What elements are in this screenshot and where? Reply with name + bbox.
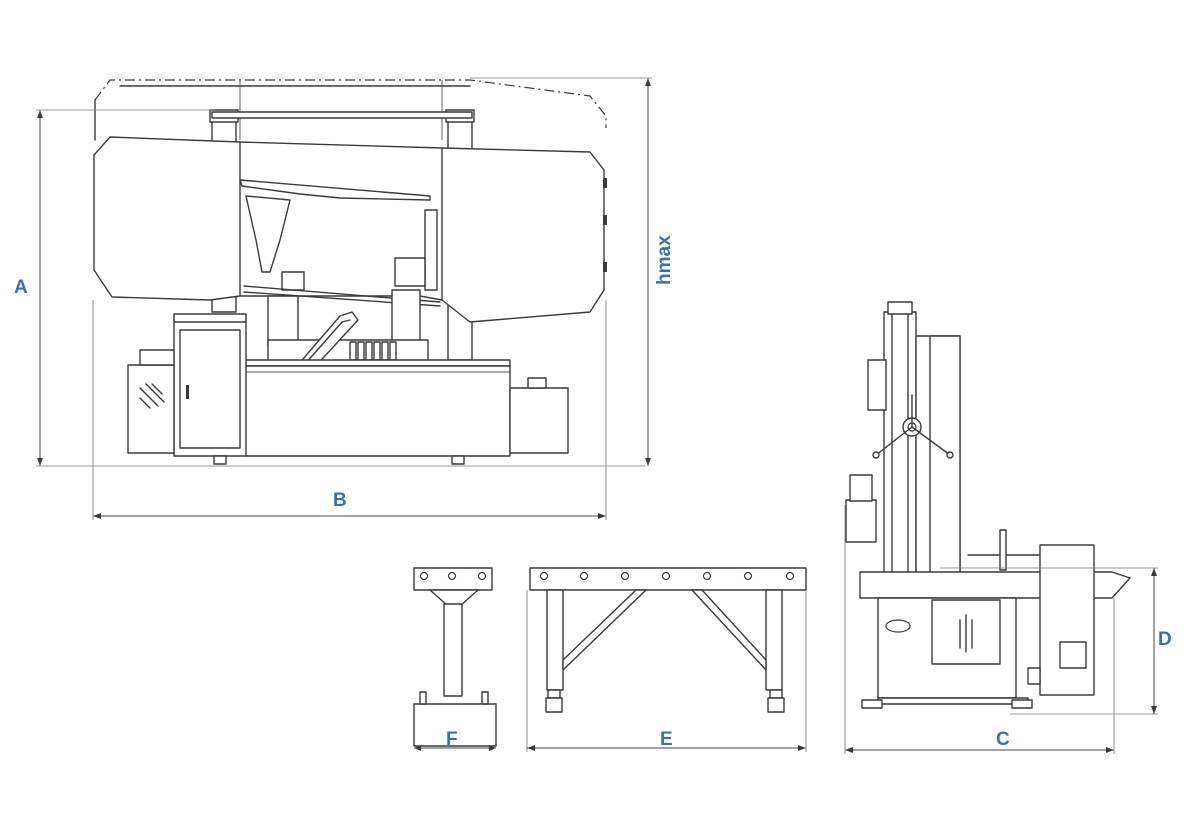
coolant-tank-cap (527, 377, 547, 389)
side-vise-handle (999, 529, 1007, 571)
dim-c-arrow-right (1106, 747, 1114, 753)
side-base-logo (959, 614, 973, 653)
dim-d-arrow-top (1151, 568, 1157, 576)
hydraulic-unit (127, 364, 175, 454)
roller-stand-bolt-left (419, 691, 427, 705)
dim-e-arrow-left (527, 745, 535, 751)
cabinet-door (179, 329, 241, 449)
side-motor (867, 359, 887, 411)
base-table (244, 359, 511, 367)
vise-plate (267, 339, 429, 363)
label-f: F (446, 729, 458, 750)
roller-stand-post (443, 603, 463, 697)
front-view (36, 77, 652, 520)
roller-table-foot-left (547, 689, 561, 699)
coolant-tank (509, 387, 569, 454)
roller-table-brace-right (691, 589, 767, 671)
roller-table-leg-left (546, 589, 564, 691)
dim-f-arrow-right (489, 745, 496, 751)
side-handwheel-knob-1 (872, 451, 880, 459)
side-handwheel-spoke-1 (875, 426, 913, 456)
label-c: C (996, 729, 1010, 750)
cabinet-top (173, 313, 247, 323)
roller-table-brace-left (562, 589, 647, 671)
cabinet-handle (186, 385, 189, 399)
side-feed-guard-inner (1059, 641, 1087, 669)
vise-block-left (267, 295, 299, 347)
raised-bow-outline (94, 79, 607, 128)
blade-guide-cylinder (394, 257, 426, 287)
blade-guide-arm (239, 179, 431, 201)
bow-notch-3 (603, 262, 607, 272)
roller-3 (620, 571, 630, 581)
roller-1 (539, 571, 549, 581)
side-column-top (887, 301, 913, 315)
roller-table-leg-right (765, 589, 783, 691)
dim-d-arrow-bottom (1151, 706, 1157, 714)
dim-f-arrow-left (414, 745, 421, 751)
roller-5 (702, 571, 712, 581)
side-handwheel-spoke-2 (911, 426, 951, 456)
top-beam (211, 111, 473, 119)
side-handwheel-knob-2 (946, 451, 954, 459)
dim-b-arrow-left (93, 513, 101, 519)
dim-hmax-arrow-bottom (645, 458, 651, 466)
blade-guide-left (245, 195, 291, 273)
blade-guide-block-left (281, 271, 305, 291)
side-base-handle (885, 619, 911, 633)
label-hmax: hmax (654, 235, 675, 285)
roller-table-pad-right (767, 697, 785, 713)
label-e: E (660, 729, 673, 750)
blade-bow (93, 136, 605, 323)
side-foot-left (861, 699, 883, 709)
roller-6 (743, 571, 753, 581)
dim-e-arrow-right (798, 745, 806, 751)
roller-stand-hole-1 (419, 571, 429, 581)
dim-a-arrow-top (37, 110, 43, 118)
roller-stand (413, 567, 497, 751)
roller-4 (661, 571, 671, 581)
label-a: A (14, 277, 28, 298)
roller-stand-base (413, 703, 497, 747)
vise-springs (349, 341, 397, 361)
label-d: D (1158, 629, 1172, 650)
side-column-inner (891, 311, 909, 591)
base (244, 365, 511, 457)
side-gearbox (845, 499, 877, 543)
side-wheel-guard (929, 335, 961, 577)
hydraulic-unit-top (139, 349, 175, 366)
foot-right (451, 455, 465, 465)
roller-stand-bolt-right (481, 691, 489, 705)
bow-notch-2 (603, 215, 607, 225)
side-foot-right (1011, 699, 1033, 709)
bow-notch-1 (603, 178, 607, 188)
roller-table-foot-right (769, 689, 783, 699)
dim-hmax-arrow-top (645, 78, 651, 86)
vise-block-right (391, 289, 421, 346)
roller-stand-hole-2 (447, 571, 457, 581)
side-base-legs (877, 697, 1029, 705)
roller-table (526, 567, 807, 752)
side-gearbox-top (849, 474, 873, 502)
dim-c-arrow-left (845, 747, 853, 753)
side-feed-guard (1039, 544, 1095, 696)
label-b: B (333, 490, 347, 511)
side-feed-guard-slot (1027, 667, 1041, 685)
roller-stand-hole-3 (477, 571, 487, 581)
blade-guide-right (424, 209, 438, 291)
hydraulic-unit-logo (139, 383, 165, 409)
roller-7 (785, 571, 795, 581)
dim-b-arrow-right (598, 513, 606, 519)
roller-2 (579, 571, 589, 581)
dim-a-arrow-bottom (37, 458, 43, 466)
side-view (844, 301, 1158, 754)
foot-left (213, 455, 227, 465)
roller-table-pad-left (545, 697, 563, 713)
